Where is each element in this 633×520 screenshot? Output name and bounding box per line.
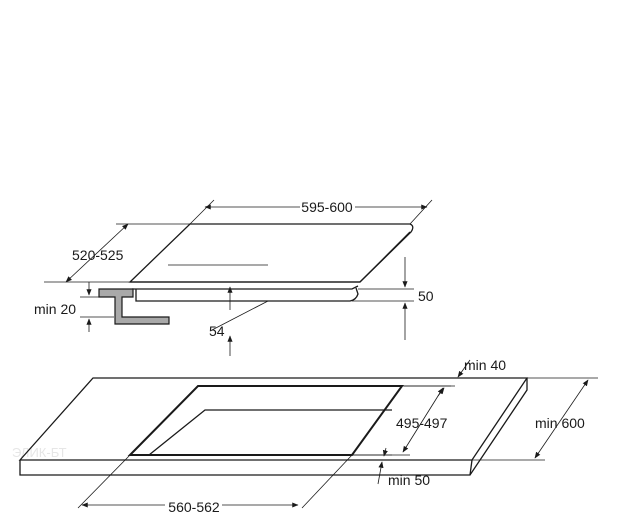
cutout-depth-label: 495-497 (396, 415, 448, 431)
worktop-drawing (18, 377, 529, 476)
worktop-bracket (98, 288, 170, 325)
hob-glass-lower-edge (132, 285, 359, 290)
dim-front-gap: min 50 (352, 447, 430, 488)
dim-cutout-depth: 495-497 (352, 385, 451, 456)
dim-hob-width: 595-600 (189, 199, 433, 225)
dim-rear-gap: min 40 (402, 357, 506, 397)
watermark-text: ЭЛИК-БТ (12, 445, 67, 460)
worktop-depth-label: min 600 (535, 415, 585, 431)
hob-recess-label: 54 (209, 323, 225, 339)
hob-glass-top (128, 223, 414, 283)
dim-hob-clearance: min 20 (34, 282, 114, 332)
worktop-section (98, 288, 170, 325)
hob-width-label: 595-600 (301, 199, 353, 215)
front-gap-label: min 50 (388, 472, 430, 488)
dim-worktop-depth: min 600 (472, 377, 598, 461)
dim-cutout-width: 560-562 (77, 454, 353, 515)
hob-depth-label: 520-525 (72, 247, 124, 263)
cutout-width-label: 560-562 (168, 499, 220, 515)
worktop-corner-edge (469, 459, 473, 476)
hob-body (135, 287, 359, 302)
hob-clearance-label: min 20 (34, 301, 76, 317)
worktop-cutout-outer (127, 385, 404, 456)
worktop-top-surface (18, 377, 529, 461)
dim-hob-height: 50 (352, 257, 434, 340)
hob-height-label: 50 (418, 288, 434, 304)
worktop-cutout-inner (148, 409, 392, 456)
dim-hob-recess: 54 (209, 286, 269, 356)
dim-hob-depth: 520-525 (44, 223, 190, 283)
rear-gap-label: min 40 (464, 357, 506, 373)
hob-glass-front-edge (130, 231, 411, 283)
hob-drawing (128, 223, 414, 302)
